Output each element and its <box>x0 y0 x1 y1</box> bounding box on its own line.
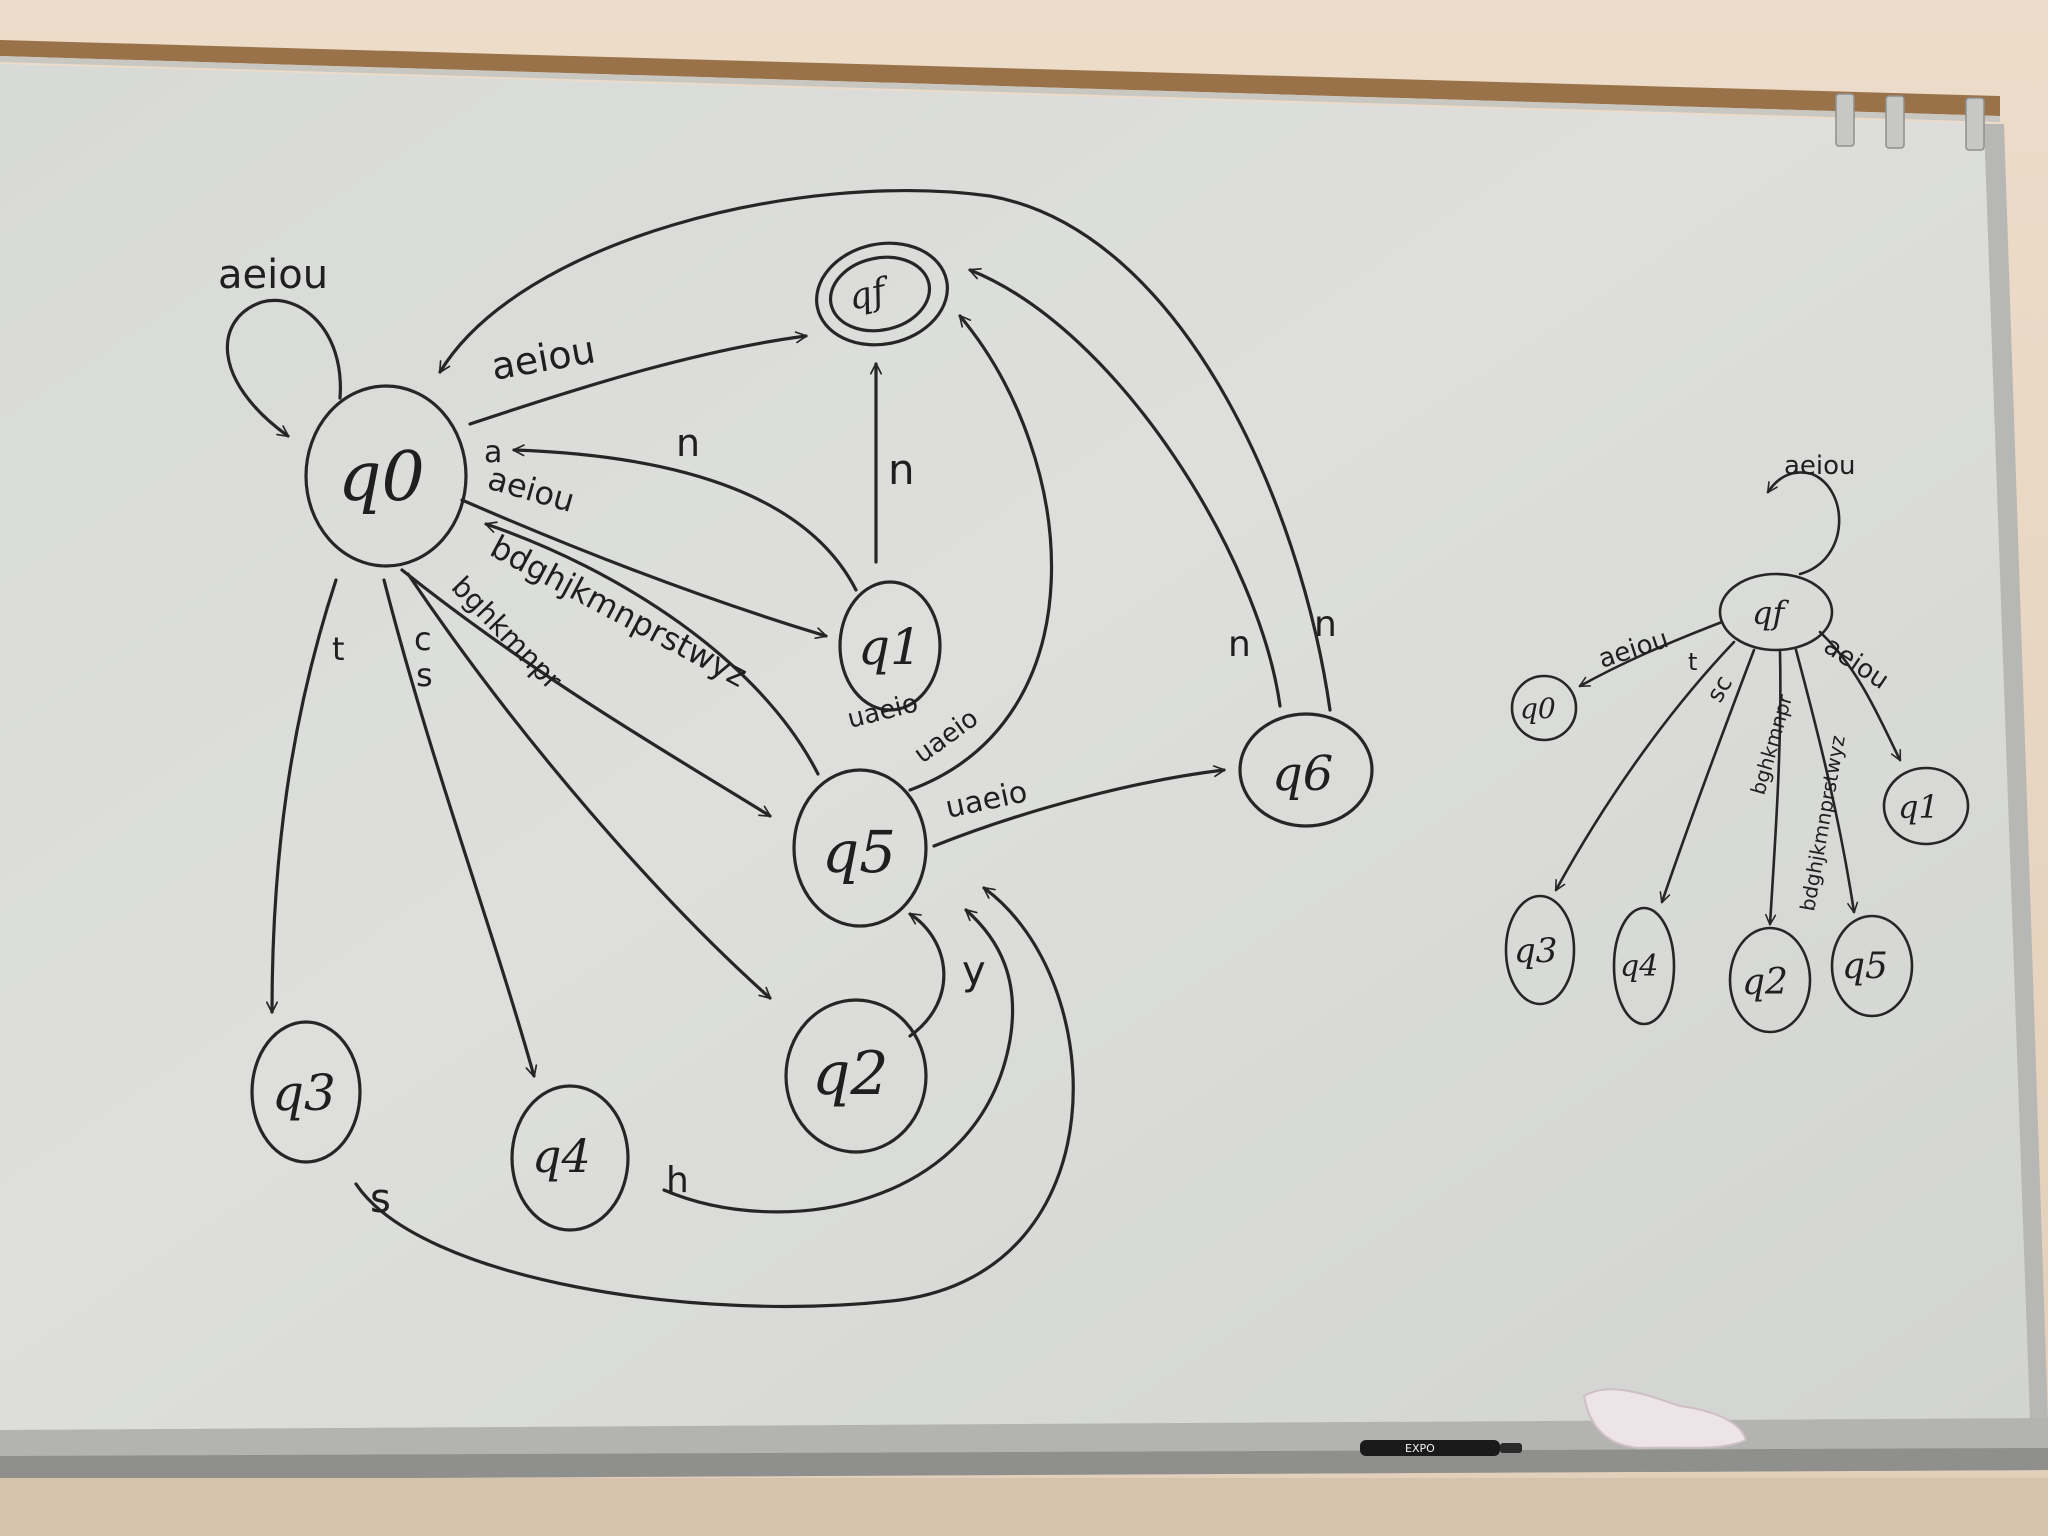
edge-label-q0-q3: t <box>332 630 345 668</box>
edge-label-q2-q5: y <box>962 948 986 994</box>
edge-r-qf-to-q1 <box>1818 630 1902 762</box>
expo-marker: EXPO <box>1360 1440 1522 1456</box>
cloth-eraser <box>1582 1388 1748 1450</box>
state-label-r-q0: q0 <box>1520 692 1556 725</box>
edge-q5-to-q0 <box>484 521 820 776</box>
floor-shadow <box>0 1478 2048 1536</box>
state-label-r-q4: q4 <box>1620 949 1658 984</box>
edge-q2-to-q5 <box>908 912 946 1038</box>
state-circle-r-qf <box>1718 572 1834 652</box>
edge-label-q1-q0-n: n <box>676 421 700 465</box>
edge-label-q6-qf: n <box>1228 624 1251 665</box>
edge-label-r-qf-q3: t <box>1688 648 1697 676</box>
marker-label: EXPO <box>1405 1442 1435 1455</box>
state-label-r-qf: qf <box>1752 594 1789 632</box>
edge-label-q1-q0-a: a <box>484 435 502 470</box>
state-label-r-q3: q3 <box>1514 931 1557 971</box>
state-circle-r-q3 <box>1504 894 1576 1006</box>
state-label-q1: q1 <box>858 618 922 676</box>
state-label-r-q2: q2 <box>1742 962 1788 1003</box>
edge-q3-to-q5 <box>354 886 1075 1308</box>
state-label-q2: q2 <box>812 1039 889 1109</box>
cork-strip-edge <box>0 56 2000 122</box>
edge-label-q3-q5: s <box>370 1176 391 1222</box>
state-circle-qf-double <box>815 241 949 347</box>
edge-r-qf-self-loop <box>1766 471 1841 576</box>
edge-label-q1-qf: n <box>888 445 915 494</box>
edge-q4-to-q5 <box>662 908 1015 1214</box>
edge-q0-to-q5 <box>400 568 772 818</box>
state-circle-q0 <box>304 384 468 568</box>
state-circle-q6 <box>1238 712 1374 828</box>
edge-q0-self-loop <box>225 298 342 438</box>
state-label-q3: q3 <box>272 1064 336 1122</box>
state-circle-q5 <box>792 768 928 928</box>
state-label-q4: q4 <box>532 1129 591 1183</box>
whiteboard-surface <box>0 64 2048 1432</box>
state-circle-r-q0 <box>1510 674 1578 742</box>
state-circle-r-q2 <box>1728 926 1812 1034</box>
state-circle-q1 <box>838 580 942 712</box>
edge-r-qf-to-q5 <box>1794 648 1859 914</box>
edge-q0-to-q1 <box>460 498 828 640</box>
edge-q6-to-q0 <box>438 189 1332 712</box>
edge-q1-to-q0 <box>512 444 858 592</box>
state-circle-q2 <box>784 998 928 1154</box>
edge-r-qf-to-q2 <box>1765 650 1782 926</box>
edge-label-r-qf-self: aeiou <box>1784 451 1856 481</box>
whiteboard-frame-right <box>1984 124 2048 1420</box>
edge-q0-to-q4 <box>382 578 538 1078</box>
edge-r-qf-to-q4 <box>1659 648 1756 904</box>
edge-label-q0-self: aeiou <box>218 252 328 298</box>
edge-q0-to-qf <box>468 331 808 426</box>
edge-label-q6-q0: n <box>1314 604 1337 645</box>
edge-label-q4-q5: h <box>666 1160 689 1201</box>
edge-q5-to-q6 <box>932 765 1226 848</box>
state-circle-q3 <box>250 1020 362 1164</box>
cork-strip <box>0 40 2000 116</box>
state-circle-r-q1 <box>1882 766 1970 846</box>
edge-q0-to-q2 <box>406 572 772 1000</box>
edge-q6-to-qf <box>968 267 1282 708</box>
edge-q0-to-q3 <box>265 578 338 1014</box>
state-circle-q4 <box>510 1084 630 1232</box>
edge-r-qf-to-q3 <box>1554 640 1736 892</box>
marker-tray-lip <box>0 1448 2048 1480</box>
state-label-q6: q6 <box>1272 746 1333 802</box>
state-label-q0: q0 <box>338 438 425 517</box>
edge-q5-to-qf <box>908 314 1054 792</box>
state-circle-r-q4 <box>1612 906 1676 1026</box>
state-label-r-q5: q5 <box>1842 946 1888 987</box>
state-label-r-q1: q1 <box>1898 788 1939 826</box>
edge-label-q0-q4-s: s <box>416 656 433 694</box>
state-label-q5: q5 <box>822 818 896 886</box>
edge-r-qf-to-q0 <box>1578 620 1724 688</box>
edge-label-q0-q4-c: c <box>414 620 432 658</box>
state-circle-r-q5 <box>1830 914 1914 1018</box>
map-clips <box>1835 93 1985 151</box>
